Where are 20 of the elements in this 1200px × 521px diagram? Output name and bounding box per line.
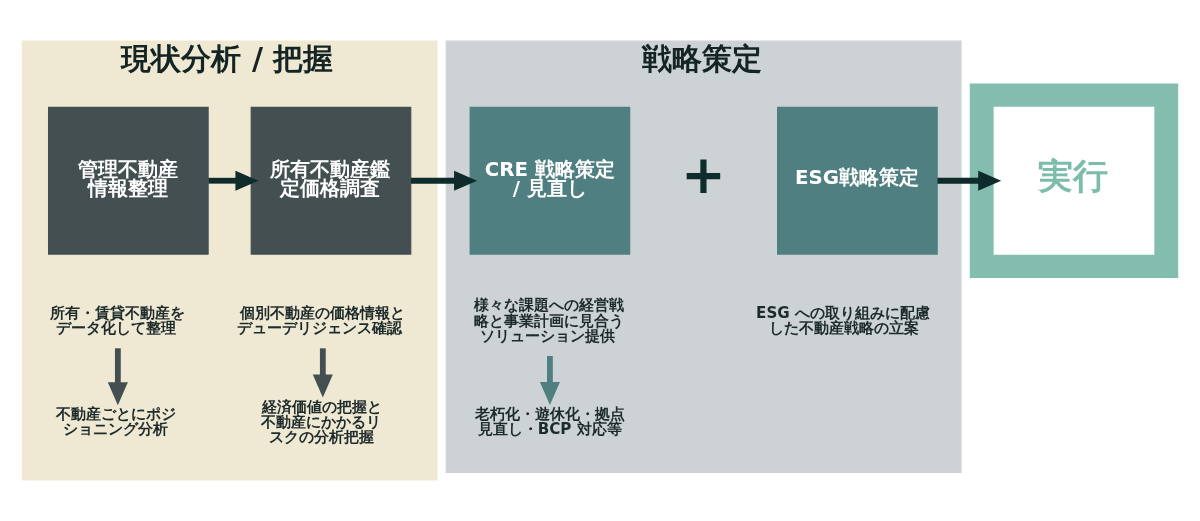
node-label: ESG への取り組みに配慮した不動産戦略の立案 (756, 304, 930, 338)
arrow (312, 348, 333, 398)
node-text: 不動産ごとにポジショニング分析 (56, 405, 177, 439)
node-box: 所有不動産鑑定価格調査 (250, 106, 412, 255)
node-text: 所有・賃貸不動産をデータ化して整理 (50, 304, 186, 338)
arrow (208, 170, 259, 191)
node-box: ESG戦略策定 (777, 106, 938, 255)
node-text: 個別不動産の価格情報とデューデリジェンス確認 (237, 304, 406, 338)
arrow (410, 170, 478, 191)
arrow (107, 348, 128, 406)
label: + (680, 142, 726, 206)
node-text: 老朽化・遊休化・拠点見直し・BCP 対応等 (475, 405, 626, 439)
node-text: 経済価値の把握と不動産にかかるリスクの分析把握 (261, 397, 383, 447)
node-box: CRE 戦略策定 / 見直し (469, 106, 631, 255)
node-box: 実行 (993, 106, 1155, 255)
node-text: 様々な課題への経営戦略と事業計画に見合うソリューション提供 (474, 296, 625, 345)
arrow (539, 355, 560, 405)
node-box: 管理不動産情報整理 (48, 106, 209, 255)
cluster (969, 83, 1179, 278)
arrow (937, 170, 1002, 191)
